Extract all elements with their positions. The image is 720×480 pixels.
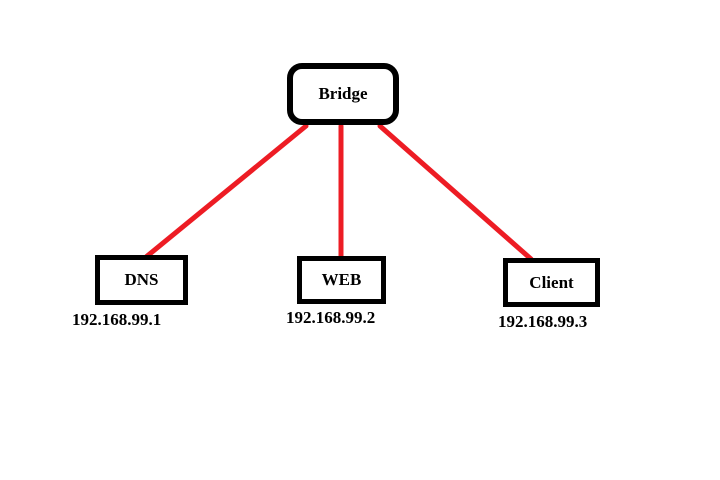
- dns-node: DNS: [95, 255, 188, 305]
- dns-ip-label: 192.168.99.1: [72, 310, 162, 329]
- web-node-label: WEB: [321, 270, 362, 289]
- client-node-label: Client: [529, 272, 574, 292]
- client-ip-label: 192.168.99.3: [498, 312, 588, 331]
- bridge-node-label: Bridge: [318, 84, 368, 103]
- client-node: Client: [503, 258, 600, 307]
- dns-node-label: DNS: [124, 270, 159, 289]
- link-bridge-dns: [143, 123, 309, 260]
- web-node: WEB: [297, 256, 386, 304]
- link-bridge-client: [377, 123, 534, 262]
- web-ip-label: 192.168.99.2: [286, 308, 376, 327]
- bridge-node: Bridge: [287, 63, 399, 125]
